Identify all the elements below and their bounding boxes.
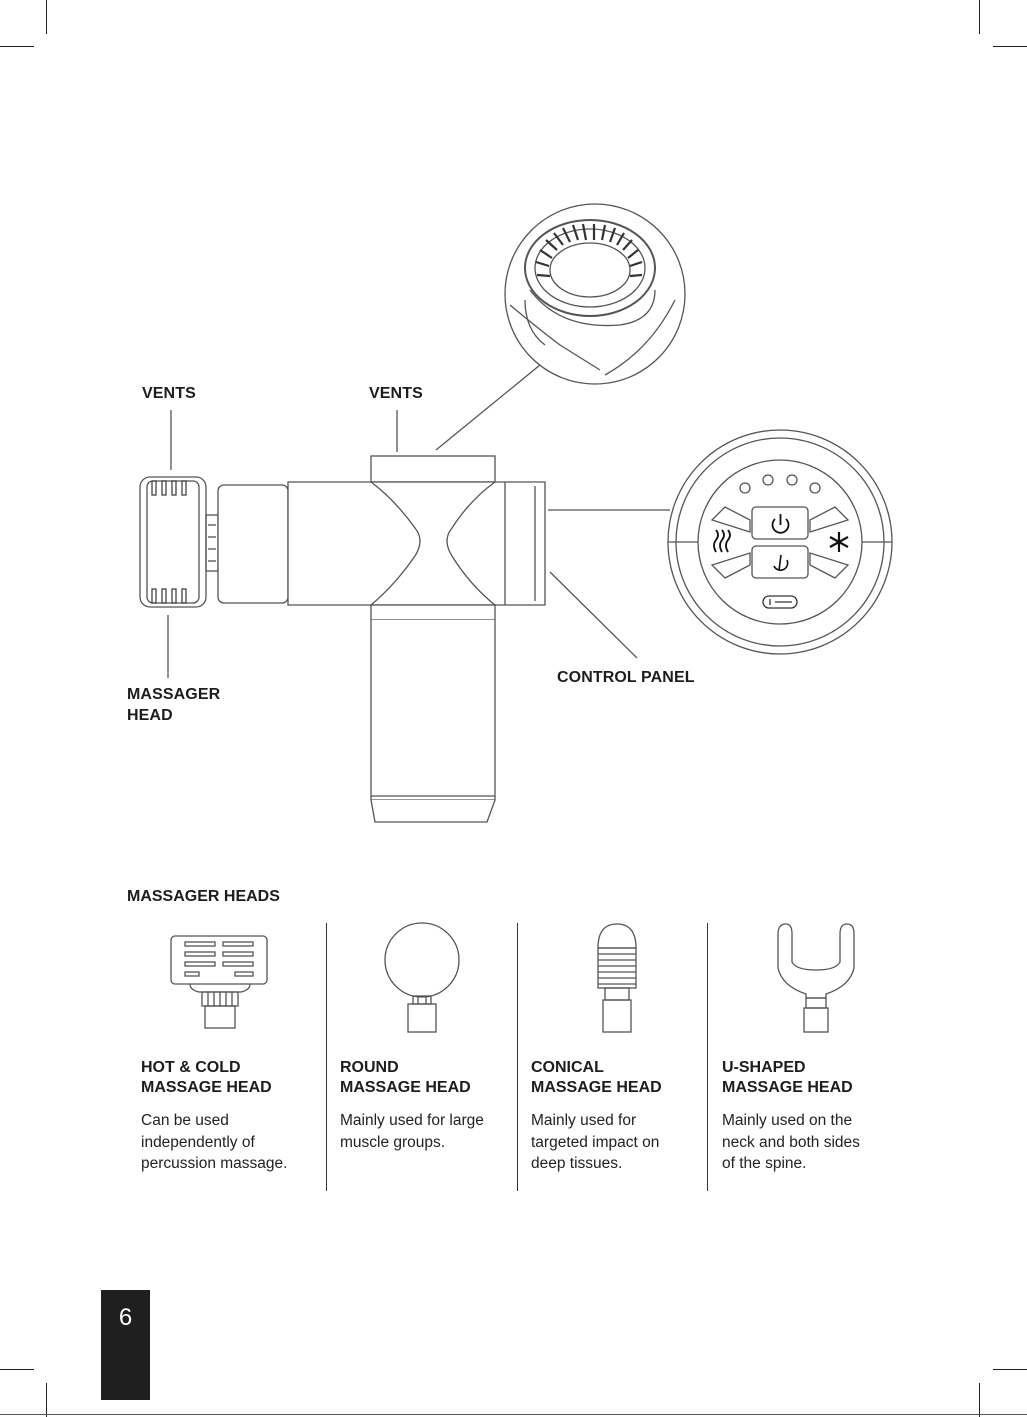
head-title-line: MASSAGE HEAD	[531, 1079, 662, 1096]
crop-mark	[0, 1369, 34, 1370]
control-panel-label: CONTROL PANEL	[557, 669, 695, 686]
head-desc-line: Mainly used for large	[340, 1112, 484, 1129]
head-title-line: MASSAGE HEAD	[340, 1079, 471, 1096]
head-desc-line: Mainly used for	[531, 1112, 637, 1129]
head-description: Mainly used for targeted impact on deep …	[531, 1110, 659, 1175]
vents-label-left: VENTS	[142, 385, 196, 402]
head-title: U-SHAPED MASSAGE HEAD	[722, 1058, 853, 1098]
massager-head-label: MASSAGER HEAD	[127, 684, 220, 726]
crop-mark	[979, 1383, 980, 1417]
crop-mark	[993, 46, 1027, 47]
head-desc-line: Mainly used on the	[722, 1112, 853, 1129]
page-number: 6	[101, 1290, 150, 1400]
head-title-line: HOT & COLD	[141, 1059, 241, 1076]
column-divider	[517, 923, 518, 1191]
crop-mark	[993, 1369, 1027, 1370]
leader-line	[549, 571, 638, 659]
head-desc-line: percussion massage.	[141, 1155, 288, 1172]
head-title-line: MASSAGE HEAD	[141, 1079, 272, 1096]
round-head-image	[384, 922, 460, 1033]
massager-head-label-line: HEAD	[127, 707, 173, 724]
usb-icon	[762, 595, 798, 609]
head-desc-line: independently of	[141, 1133, 255, 1151]
hot-cold-head-image	[170, 935, 268, 1029]
conical-head-image	[597, 923, 637, 1033]
speed-cycle-icon	[773, 554, 789, 571]
column-divider	[707, 923, 708, 1191]
vents-detail-circle	[504, 203, 686, 385]
head-title-line: ROUND	[340, 1059, 399, 1076]
massage-gun-diagram	[139, 203, 893, 823]
vents-label-top: VENTS	[369, 385, 423, 402]
head-description: Mainly used for large muscle groups.	[340, 1110, 484, 1153]
leader-line	[435, 364, 541, 451]
crop-mark	[46, 1383, 47, 1417]
head-title: CONICAL MASSAGE HEAD	[531, 1058, 662, 1098]
crop-mark	[979, 0, 980, 34]
control-panel-detail	[667, 429, 893, 655]
head-desc-line: neck and both sides	[722, 1133, 860, 1151]
head-title: ROUND MASSAGE HEAD	[340, 1058, 471, 1098]
head-desc-line: Can be used	[141, 1112, 229, 1129]
u-shaped-head-image	[777, 923, 855, 1033]
head-desc-line: of the spine.	[722, 1155, 807, 1172]
shaft-part	[217, 484, 289, 604]
head-desc-line: targeted impact on	[531, 1133, 660, 1151]
crop-mark	[0, 46, 34, 47]
crop-mark	[46, 0, 47, 34]
massager-head-part	[139, 476, 219, 608]
head-description: Mainly used on the neck and both sides o…	[722, 1110, 860, 1175]
power-icon	[771, 514, 790, 534]
head-description: Can be used independently of percussion …	[141, 1110, 287, 1175]
head-title-line: CONICAL	[531, 1059, 604, 1076]
massager-heads-title: MASSAGER HEADS	[127, 888, 280, 905]
bottom-rule	[0, 1414, 1027, 1415]
snowflake-icon	[829, 532, 849, 552]
head-title-line: MASSAGE HEAD	[722, 1079, 853, 1096]
heat-icon	[713, 529, 731, 553]
gun-body	[287, 455, 546, 823]
head-title-line: U-SHAPED	[722, 1059, 806, 1076]
head-title: HOT & COLD MASSAGE HEAD	[141, 1058, 272, 1098]
head-desc-line: deep tissues.	[531, 1155, 623, 1172]
head-desc-line: muscle groups.	[340, 1133, 446, 1151]
massager-head-label-line: MASSAGER	[127, 686, 221, 703]
column-divider	[326, 923, 327, 1191]
